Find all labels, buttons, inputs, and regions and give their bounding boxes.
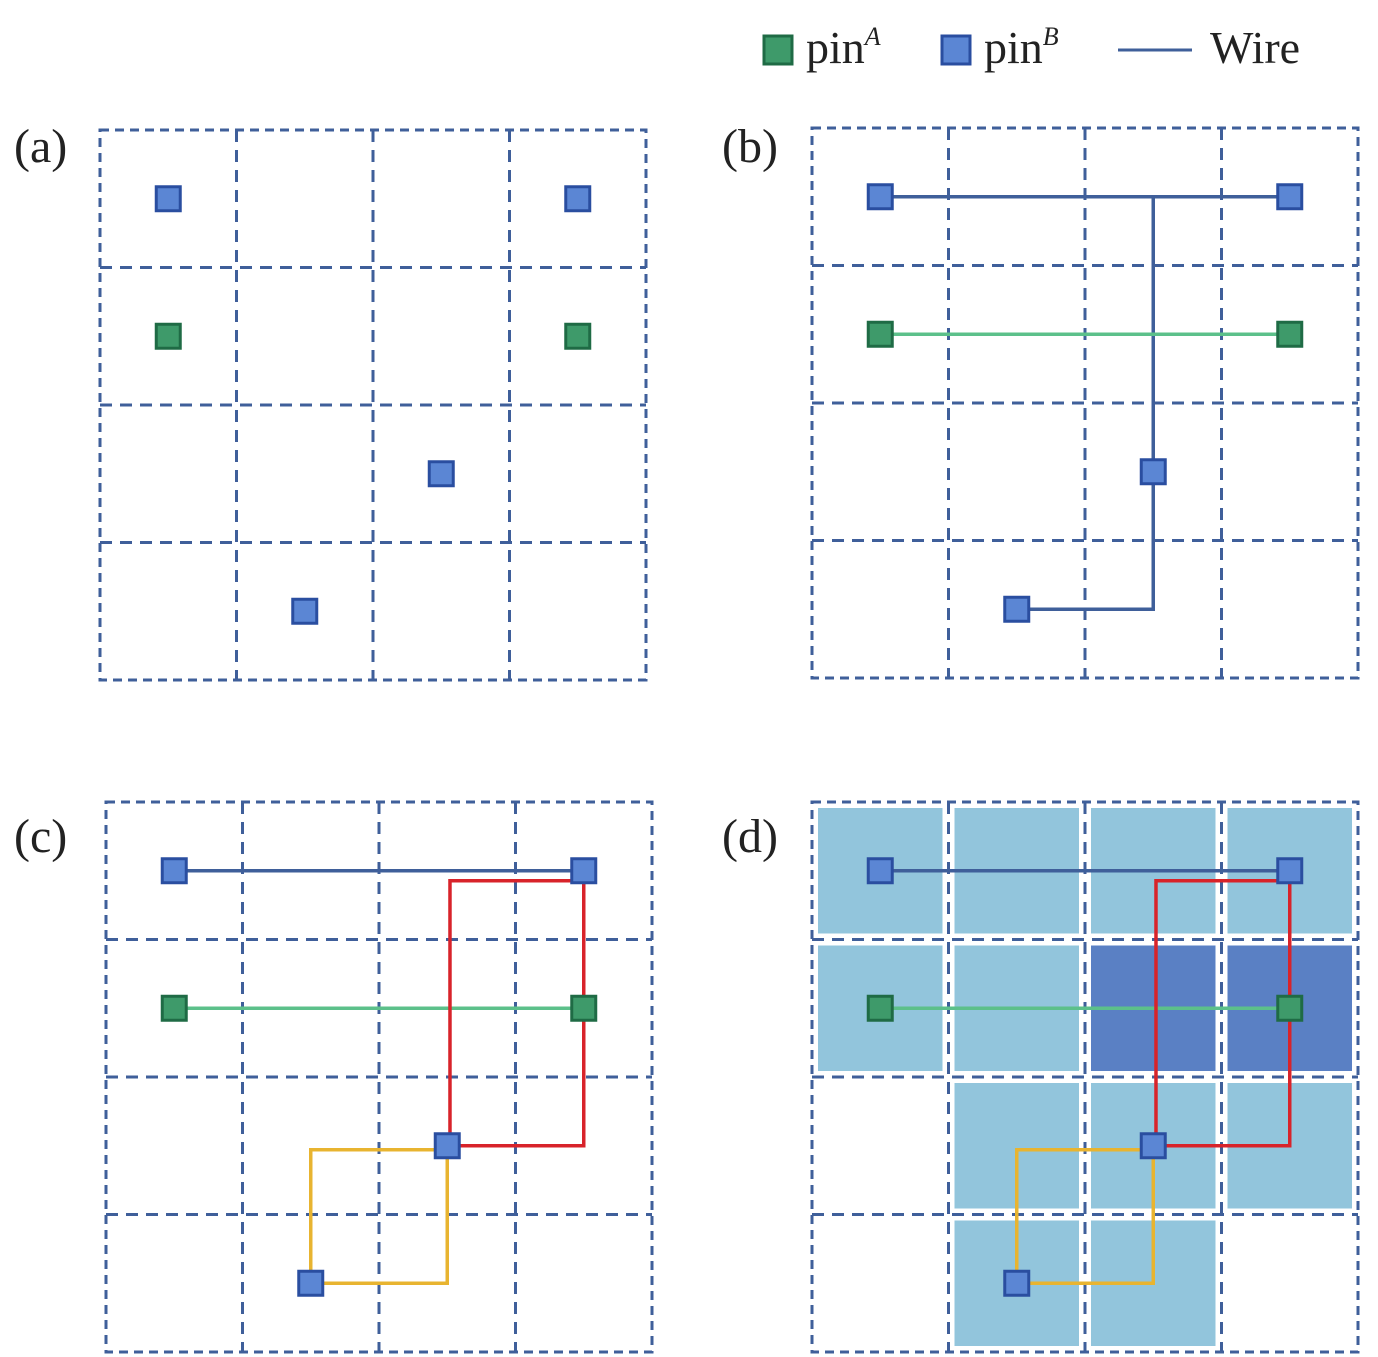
pin-b (1139, 458, 1167, 486)
pin-b (570, 857, 598, 885)
pin-a (1276, 994, 1304, 1022)
panel-label-c: (c) (14, 810, 67, 863)
pin-b (433, 1132, 461, 1160)
pin-b (1003, 1269, 1031, 1297)
pin-b (154, 185, 182, 213)
panel-a: (a) (14, 120, 648, 682)
pin-a (1276, 320, 1304, 348)
pin-b (866, 857, 894, 885)
pin-b (160, 857, 188, 885)
panel-label-a: (a) (14, 120, 67, 173)
panel-c: (c) (14, 800, 654, 1354)
legend-pin-b-label: pinB (984, 22, 1059, 73)
panel-label-b: (b) (722, 120, 778, 173)
pin-a (866, 994, 894, 1022)
pin-b (1003, 595, 1031, 623)
pin-a (564, 322, 592, 350)
pin-b (427, 460, 455, 488)
legend-pin-b-swatch (940, 34, 972, 66)
pin-b (291, 597, 319, 625)
pin-b (866, 183, 894, 211)
pin-b (564, 185, 592, 213)
legend-pin-a-swatch (762, 34, 794, 66)
panel-b: (b) (722, 120, 1360, 680)
pin-b (1276, 857, 1304, 885)
pin-a (154, 322, 182, 350)
pin-b (1276, 183, 1304, 211)
pin-a (570, 994, 598, 1022)
panel-label-d: (d) (722, 810, 778, 863)
pin-a (866, 320, 894, 348)
panel-d: (d) (722, 800, 1360, 1354)
legend: pinA pinB Wire (762, 22, 1300, 73)
pin-b (1139, 1132, 1167, 1160)
legend-pin-a-label: pinA (806, 22, 881, 73)
pin-a (160, 994, 188, 1022)
pin-b (297, 1269, 325, 1297)
legend-wire-label: Wire (1210, 22, 1300, 73)
